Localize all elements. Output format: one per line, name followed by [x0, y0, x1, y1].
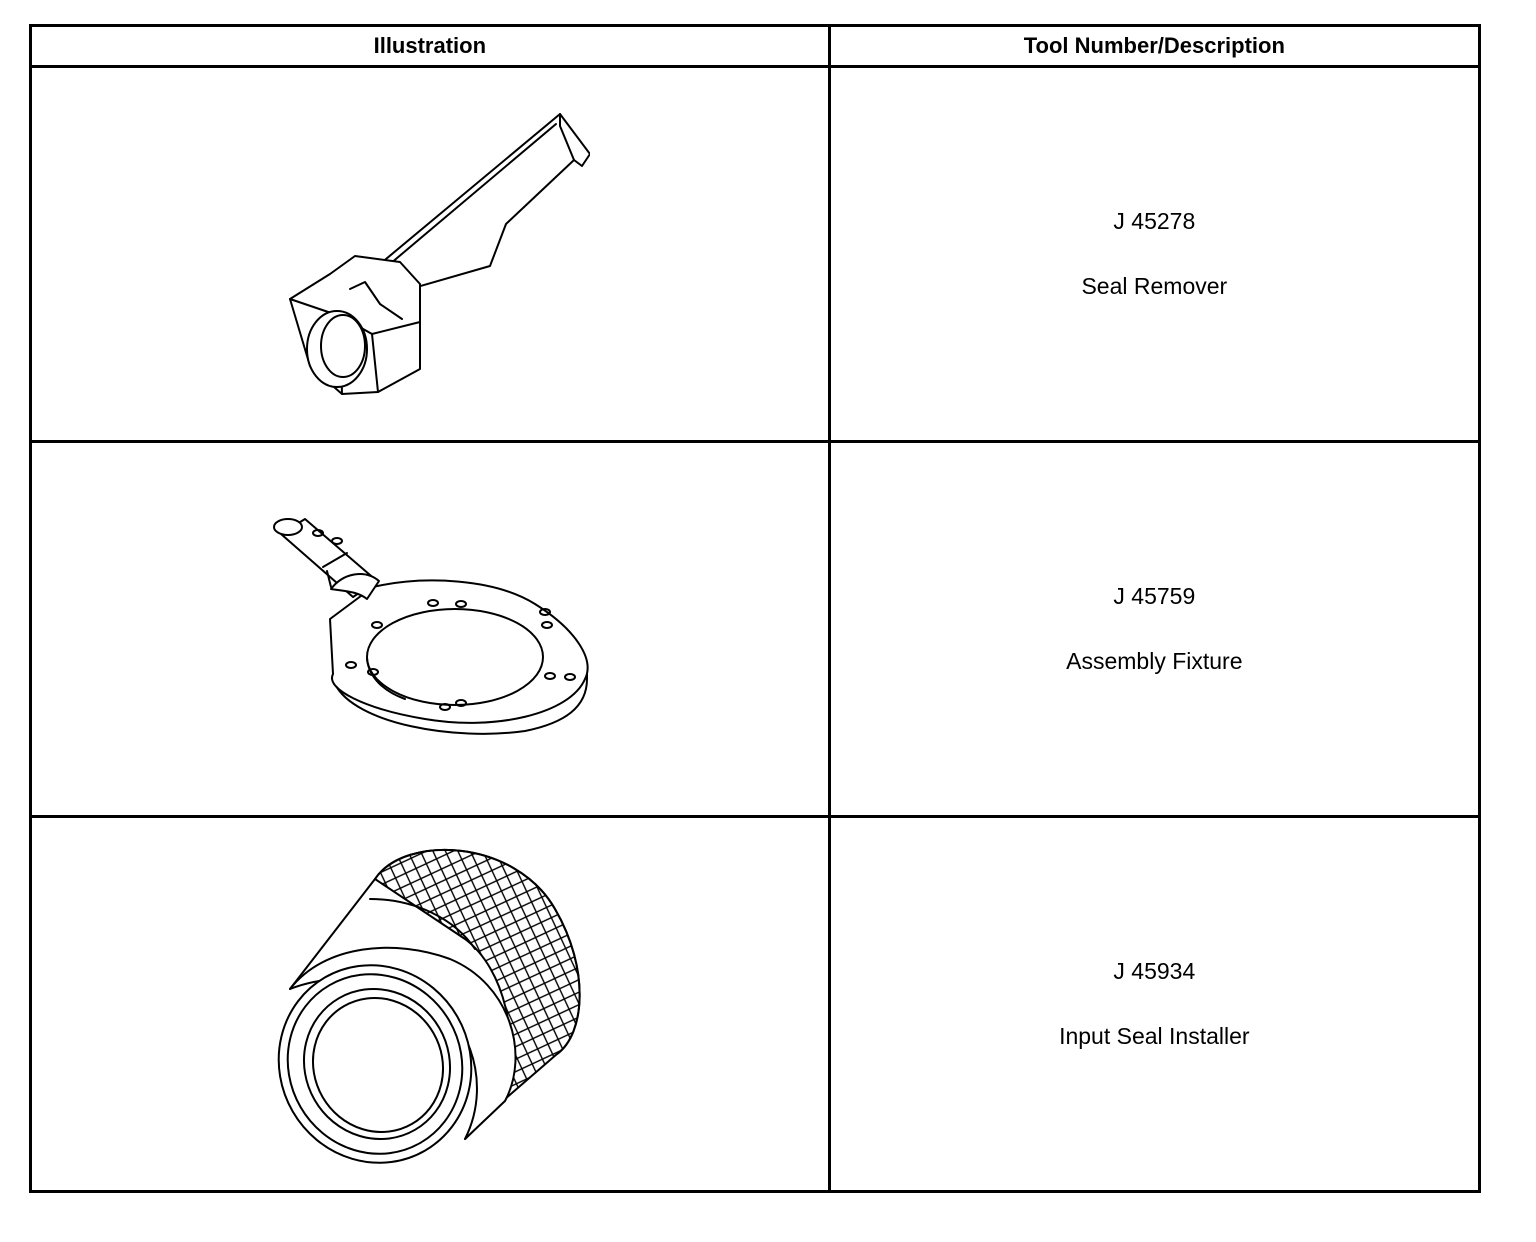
illustration-cell — [29, 65, 831, 443]
tool-table: Illustration Tool Number/Description — [29, 24, 1482, 1193]
header-tool-description: Tool Number/Description — [827, 24, 1482, 68]
table-row: J 45278 Seal Remover — [29, 65, 1482, 443]
tool-number: J 45934 — [1113, 958, 1196, 984]
header-row: Illustration Tool Number/Description — [29, 24, 1482, 68]
tool-number: J 45759 — [1113, 583, 1196, 609]
seal-remover-icon — [270, 104, 590, 404]
assembly-fixture-icon — [265, 509, 595, 749]
table-row: J 45759 Assembly Fixture — [29, 440, 1482, 818]
tool-name: Input Seal Installer — [1059, 1023, 1250, 1049]
description-cell: J 45278 Seal Remover — [827, 65, 1482, 443]
tool-number: J 45278 — [1113, 208, 1196, 234]
tool-name: Assembly Fixture — [1066, 648, 1243, 674]
table-row: J 45934 Input Seal Installer — [29, 815, 1482, 1193]
tool-name: Seal Remover — [1081, 273, 1228, 299]
header-illustration: Illustration — [29, 24, 831, 68]
illustration-cell — [29, 815, 831, 1193]
description-cell: J 45759 Assembly Fixture — [827, 440, 1482, 818]
description-cell: J 45934 Input Seal Installer — [827, 815, 1482, 1193]
illustration-cell — [29, 440, 831, 818]
input-seal-installer-icon — [265, 839, 595, 1169]
